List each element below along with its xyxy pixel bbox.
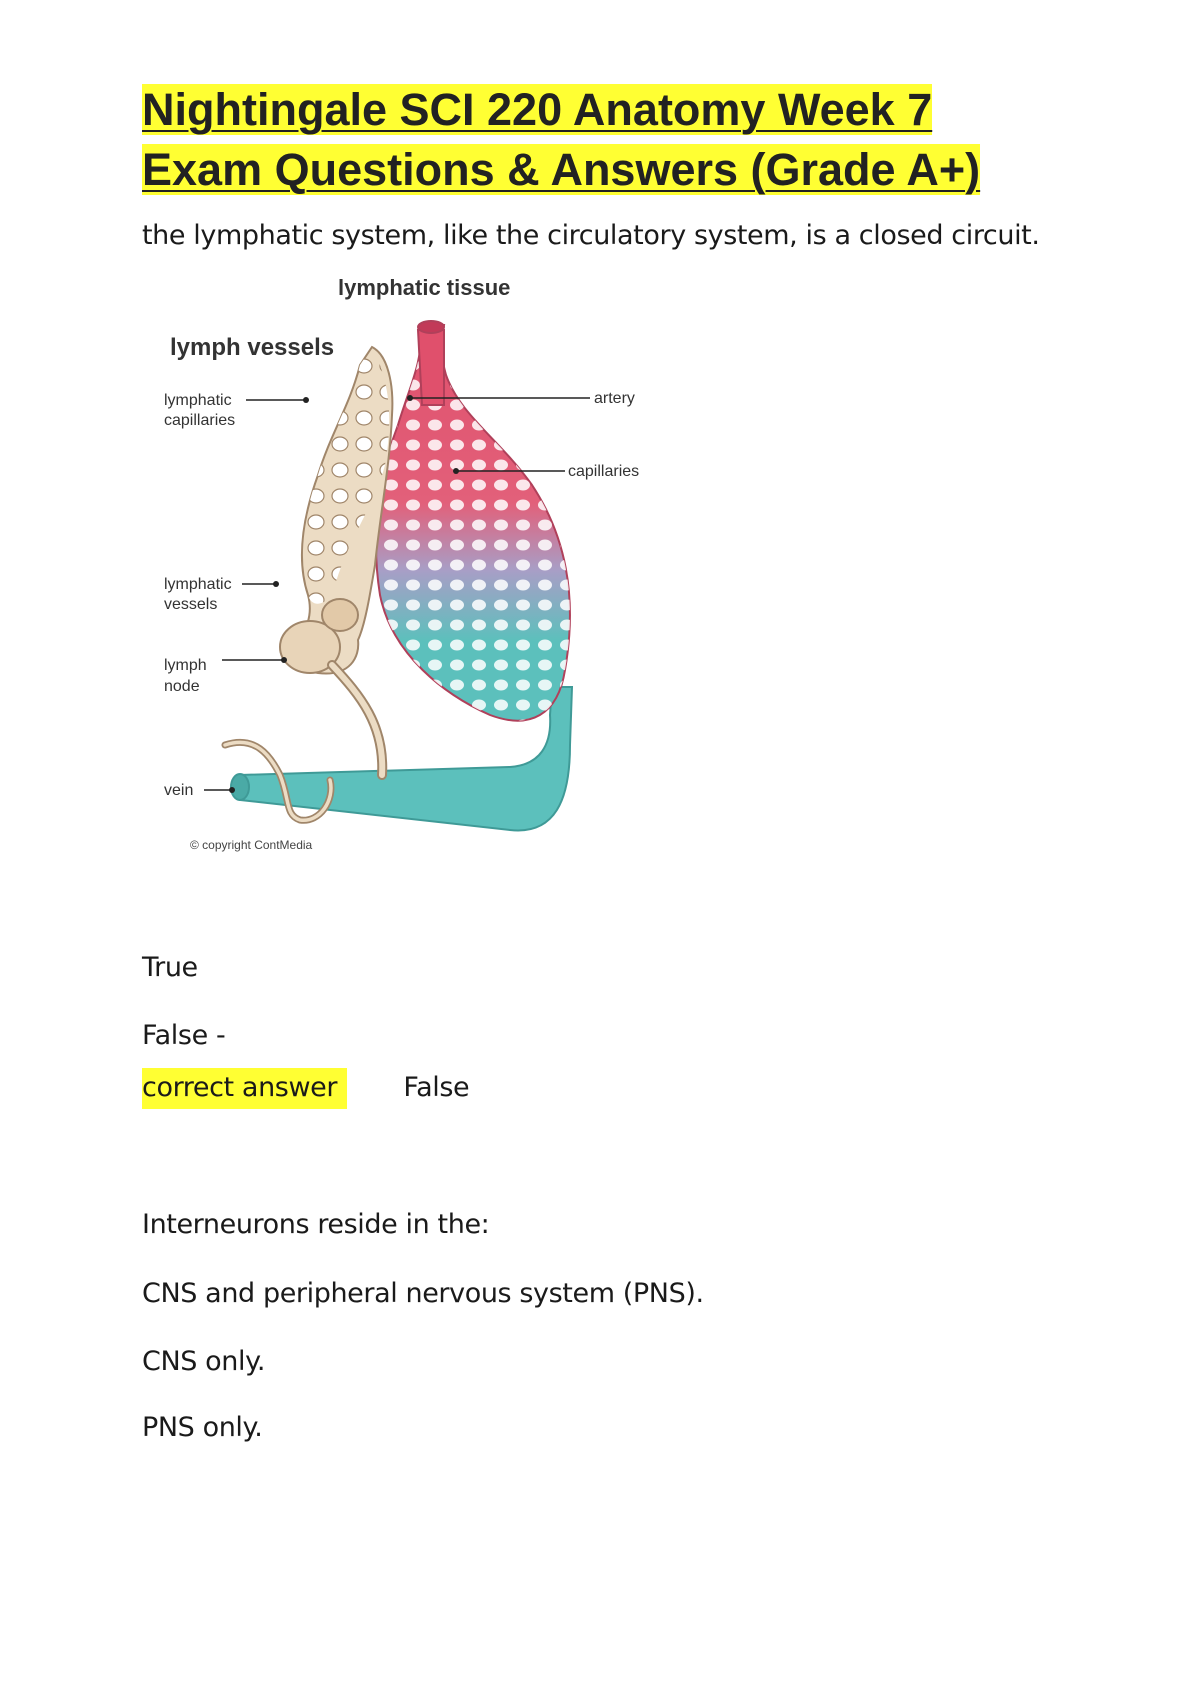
lymphatic-tissue-figure: lymphatic tissue lymph vessels [160,275,700,925]
document-title: Nightingale SCI 220 Anatomy Week 7 Exam … [142,80,1062,200]
vein-shape [239,686,574,832]
q1-option-false: False - [142,1020,226,1051]
dot-lymph-node [281,657,287,663]
q2-option-1: CNS and peripheral nervous system (PNS). [142,1278,704,1309]
q2-option-3: PNS only. [142,1412,263,1443]
q2-option-2: CNS only. [142,1346,266,1377]
dot-lymphatic-capillaries [303,397,309,403]
figure-copyright: © copyright ContMedia [190,838,313,852]
correct-answer-value: False [403,1072,470,1103]
label-artery: artery [594,390,635,407]
q1-option-true: True [142,952,198,983]
figure-heading: lymphatic tissue [338,275,510,300]
q1-answer-row: correct answer False [142,1068,470,1109]
lymphatic-diagram: lymphatic tissue lymph vessels [164,275,639,852]
label-lymph-node-2: node [164,678,200,695]
label-lymphatic-capillaries-2: capillaries [164,412,235,429]
title-line-2: Exam Questions & Answers (Grade A+) [142,144,981,195]
vein-end [230,773,250,801]
artery-shape [416,329,445,406]
label-lymphatic-vessels-1: lymphatic [164,576,232,593]
label-lymphatic-capillaries-1: lymphatic [164,392,232,409]
label-lymphatic-vessels-2: vessels [164,596,217,613]
lymph-node-lobe [321,598,359,632]
question-2-text: Interneurons reside in the: [142,1209,490,1240]
lymphatic-wrap-inner [223,740,333,822]
figure-subheading: lymph vessels [170,334,334,361]
lymphatic-vessel-inner [329,662,386,778]
question-1-text: the lymphatic system, like the circulato… [142,220,1040,251]
correct-answer-label: correct answer [142,1068,348,1109]
dot-vein [229,787,235,793]
label-capillaries: capillaries [568,463,639,480]
lymph-node-shape [279,620,341,674]
capillary-mesh [375,325,570,721]
dot-capillaries [453,468,459,474]
dot-lymphatic-vessels [273,581,279,587]
title-line-1: Nightingale SCI 220 Anatomy Week 7 [142,84,933,135]
label-lymph-node-1: lymph [164,657,207,674]
label-vein: vein [164,782,193,799]
artery-opening [417,320,445,334]
dot-artery [407,395,413,401]
lymphatic-mesh [302,347,390,604]
